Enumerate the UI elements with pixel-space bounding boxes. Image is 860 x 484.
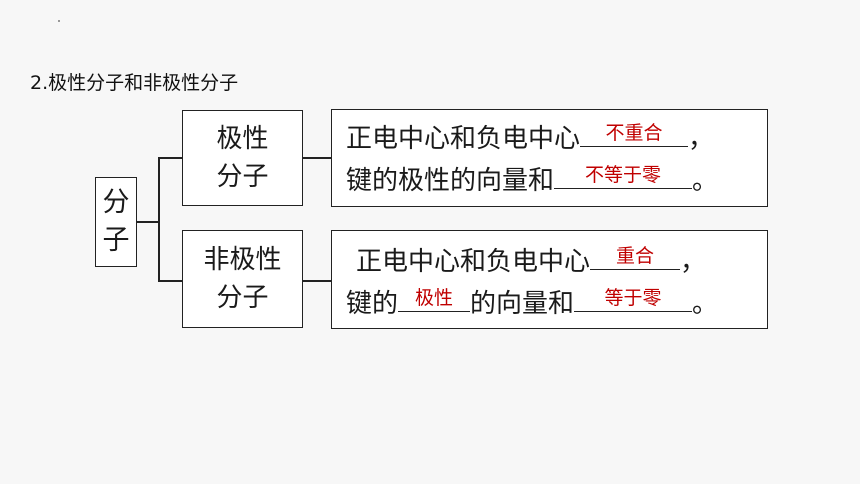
polar-row1-end: ， xyxy=(688,124,715,154)
nonpolar-answer3: 等于零 xyxy=(604,287,662,309)
nonpolar-category-line1: 非极性 xyxy=(203,245,282,275)
polar-description-box: 正电中心和负电中心 不重合 ， 键的极性的向量和 不等于零 。 xyxy=(331,109,768,207)
nonpolar-row1: 正电中心和负电中心 重合 ， xyxy=(356,239,767,281)
polar-row2-end: 。 xyxy=(692,166,719,196)
nonpolar-row2-pre: 键的 xyxy=(346,289,399,319)
nonpolar-row2-end: 。 xyxy=(692,289,719,319)
polar-category-box: 极性 分子 xyxy=(182,110,303,206)
nonpolar-row2: 键的极性的向量和 等于零 。 xyxy=(346,281,767,323)
polar-row2: 键的极性的向量和 不等于零 。 xyxy=(346,158,767,200)
connector-polar xyxy=(158,157,182,159)
root-label-1: 分 xyxy=(102,187,130,218)
polar-blank2: 不等于零 xyxy=(554,158,693,189)
nonpolar-category-line2: 分子 xyxy=(216,283,269,313)
connector-nonpolar-desc xyxy=(303,280,331,282)
nonpolar-answer2: 极性 xyxy=(415,287,454,309)
nonpolar-blank1: 重合 xyxy=(590,239,681,270)
polar-category-line2: 分子 xyxy=(216,162,269,192)
root-box: 分 子 xyxy=(95,177,137,267)
nonpolar-row1-text: 正电中心和负电中心 xyxy=(356,247,591,277)
polar-row1-text: 正电中心和负电中心 xyxy=(346,124,581,154)
polar-row1: 正电中心和负电中心 不重合 ， xyxy=(346,116,767,158)
connector-polar-desc xyxy=(303,157,331,159)
root-label-2: 子 xyxy=(102,225,130,256)
polar-answer2: 不等于零 xyxy=(585,164,662,186)
decorative-dot xyxy=(58,20,60,22)
connector-nonpolar xyxy=(158,280,182,282)
nonpolar-category-box: 非极性 分子 xyxy=(182,230,303,328)
nonpolar-blank3: 等于零 xyxy=(574,281,693,312)
polar-answer1: 不重合 xyxy=(605,122,663,144)
nonpolar-row2-mid: 的向量和 xyxy=(470,289,575,319)
nonpolar-blank2: 极性 xyxy=(398,281,471,312)
nonpolar-description-box: 正电中心和负电中心 重合 ， 键的极性的向量和 等于零 。 xyxy=(331,230,768,329)
connector-root xyxy=(137,221,159,223)
nonpolar-answer1: 重合 xyxy=(616,245,655,267)
polar-blank1: 不重合 xyxy=(580,116,689,147)
section-heading: 2.极性分子和非极性分子 xyxy=(30,72,239,94)
nonpolar-row1-end: ， xyxy=(680,247,707,277)
connector-vertical xyxy=(158,157,160,281)
polar-row2-text: 键的极性的向量和 xyxy=(346,166,555,196)
polar-category-line1: 极性 xyxy=(216,124,269,154)
